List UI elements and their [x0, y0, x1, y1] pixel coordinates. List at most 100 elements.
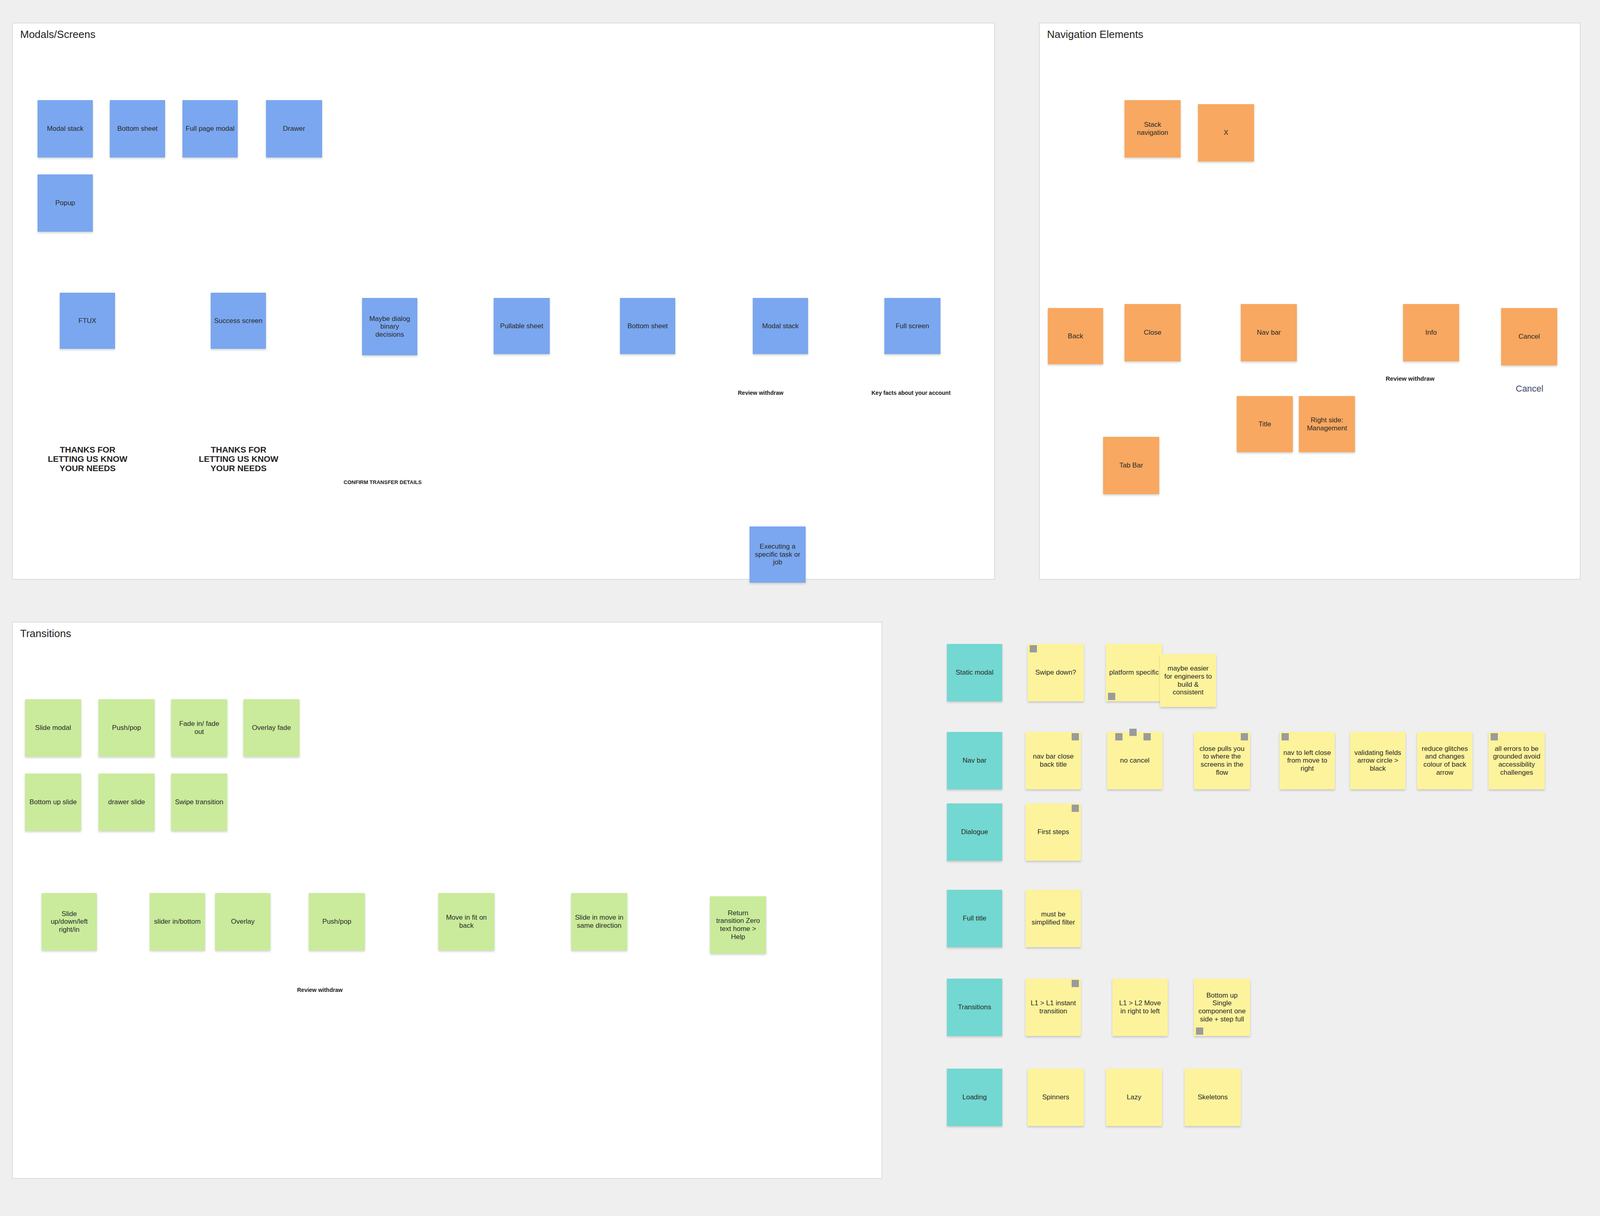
sticky-text: Fade in/ fade out: [174, 719, 225, 736]
frame-panel: TransitionsSlide modalPush/pop Fade in/ f…: [12, 621, 883, 1179]
vote-dot: [1107, 692, 1116, 700]
sticky-text: Loading: [962, 1093, 987, 1102]
sticky-text: drawer slide: [108, 797, 146, 807]
sticky-note: nav bar close back title: [1025, 731, 1081, 790]
sticky-text: maybe easier for engineers to build & co…: [1163, 664, 1213, 696]
vote-dot: [1195, 1027, 1204, 1035]
sticky-text: Static modal: [955, 668, 994, 677]
sticky-text: Slide modal: [35, 723, 72, 732]
sticky-note: Skeletons: [1184, 1068, 1241, 1126]
sticky-note: Success screen: [210, 292, 266, 349]
sticky-note: Title: [1236, 395, 1293, 453]
sticky-text: close pulls you to where the screens in …: [1197, 744, 1247, 777]
vote-dot: [1071, 732, 1079, 741]
sticky-text: Return transition Zero text home > Help: [713, 908, 763, 941]
sticky-text: must be simplified filter: [1028, 910, 1078, 926]
sticky-note: no cancel: [1107, 731, 1163, 790]
sticky-text: Modal stack: [46, 124, 84, 133]
sticky-note: X: [1197, 104, 1255, 162]
sticky-text: Spinners: [1042, 1093, 1070, 1102]
sticky-text: Full screen: [895, 322, 930, 331]
sticky-text: Title: [1258, 420, 1272, 429]
sticky-text: Executing a specific task or job: [752, 542, 803, 567]
sticky-text: Close: [1143, 328, 1162, 337]
sticky-note: Back: [1047, 307, 1104, 365]
screen-text: Review withdraw: [737, 389, 820, 396]
sticky-text: Tab Bar: [1119, 461, 1144, 470]
sticky-note: FTUX: [59, 292, 116, 349]
sticky-note: L1 > L1 instant transition: [1025, 978, 1081, 1036]
sticky-text: Stack navigation: [1127, 120, 1178, 137]
vote-dot: [1071, 804, 1079, 812]
sticky-note: Lazy: [1105, 1068, 1163, 1126]
sticky-text: Swipe down?: [1035, 668, 1077, 677]
vote-dot: [1071, 979, 1079, 987]
sticky-text: X: [1223, 128, 1229, 137]
sticky-text: validating fields arrow circle > black: [1353, 748, 1403, 773]
sticky-text: reduce glitches and changes colour of ba…: [1420, 744, 1470, 777]
frame-panel: Navigation ElementsStack navigationXBack…: [1038, 22, 1581, 580]
sticky-note: Move in fit on back: [438, 892, 495, 951]
frame-panel: Modals/ScreensModal stackBottom sheetFul…: [12, 22, 995, 580]
sticky-note: Swipe down?: [1027, 643, 1084, 702]
sticky-text: Full page modal: [185, 124, 235, 133]
sticky-text: Bottom sheet: [627, 322, 668, 331]
sticky-text: Bottom sheet: [117, 124, 158, 133]
sticky-note: Stack navigation: [1124, 100, 1181, 158]
vote-dot: [1129, 728, 1137, 736]
sticky-text: nav bar close back title: [1028, 752, 1078, 769]
screen-text: CONFIRM TRANSFER DETAILS: [339, 479, 426, 486]
sticky-note: platform specific: [1105, 643, 1163, 702]
sticky-note: drawer slide: [98, 773, 155, 831]
vote-dot: [1281, 732, 1289, 741]
sticky-text: Full title: [962, 914, 987, 923]
sticky-text: platform specific: [1109, 668, 1159, 677]
sticky-note: L1 > L2 Move in right to left: [1112, 978, 1168, 1036]
screen-text: Key facts about your account: [871, 389, 953, 396]
sticky-text: nav to left close from move to right: [1282, 748, 1332, 773]
sticky-note: Nav bar: [946, 731, 1003, 790]
sticky-note: Slide modal: [25, 699, 82, 757]
screen-text: Review withdraw: [297, 986, 379, 993]
screen-text: THANKS FOR LETTING US KNOW YOUR NEEDS: [195, 444, 282, 473]
sticky-text: Nav bar: [962, 756, 987, 765]
sticky-text: Skeletons: [1197, 1093, 1228, 1102]
sticky-text: Drawer: [282, 124, 306, 133]
sticky-note: Modal stack: [37, 100, 93, 158]
sticky-note: Return transition Zero text home > Help: [709, 896, 767, 954]
sticky-note: Drawer: [265, 100, 323, 158]
frame-title: Transitions: [12, 622, 79, 645]
sticky-note: Fade in/ fade out: [171, 699, 228, 757]
sticky-note: Loading: [946, 1068, 1003, 1126]
sticky-text: First steps: [1037, 827, 1069, 836]
sticky-text: FTUX: [78, 316, 97, 325]
sticky-note: Bottom up slide: [25, 773, 82, 831]
frame-title: Modals/Screens: [12, 23, 103, 46]
sticky-text: Dialogue: [961, 827, 989, 836]
sticky-text: Bottom up slide: [29, 797, 77, 807]
sticky-note: Bottom sheet: [109, 100, 166, 158]
sticky-text: Back: [1068, 332, 1084, 341]
sticky-text: Maybe dialog binary decisions: [365, 314, 415, 339]
sticky-text: Popup: [55, 198, 76, 208]
sticky-text: slider in/bottom: [154, 917, 201, 926]
sticky-note: must be simplified filter: [1025, 889, 1081, 947]
vote-dot: [1115, 732, 1123, 741]
button-label: Cancel: [1501, 383, 1558, 394]
sticky-note: Maybe dialog binary decisions: [362, 297, 418, 356]
sticky-note: Overlay: [215, 892, 271, 951]
sticky-note: Slide in move in same direction: [571, 892, 628, 951]
sticky-note: Bottom sheet: [619, 297, 676, 354]
sticky-text: all errors to be grounded avoid accessib…: [1491, 744, 1542, 777]
vote-dot: [1029, 645, 1037, 653]
sticky-text: Info: [1425, 328, 1437, 337]
sticky-note: Overlay fade: [243, 699, 300, 757]
sticky-note: Spinners: [1027, 1068, 1084, 1126]
sticky-text: Right side: Management: [1302, 416, 1352, 432]
screen-text: Review withdraw: [1385, 375, 1476, 383]
sticky-note: First steps: [1025, 803, 1081, 861]
sticky-note: Full title: [946, 889, 1003, 947]
sticky-note: Info: [1403, 303, 1460, 362]
sticky-note: Push/pop: [308, 892, 365, 951]
sticky-note: Transitions: [946, 978, 1003, 1036]
